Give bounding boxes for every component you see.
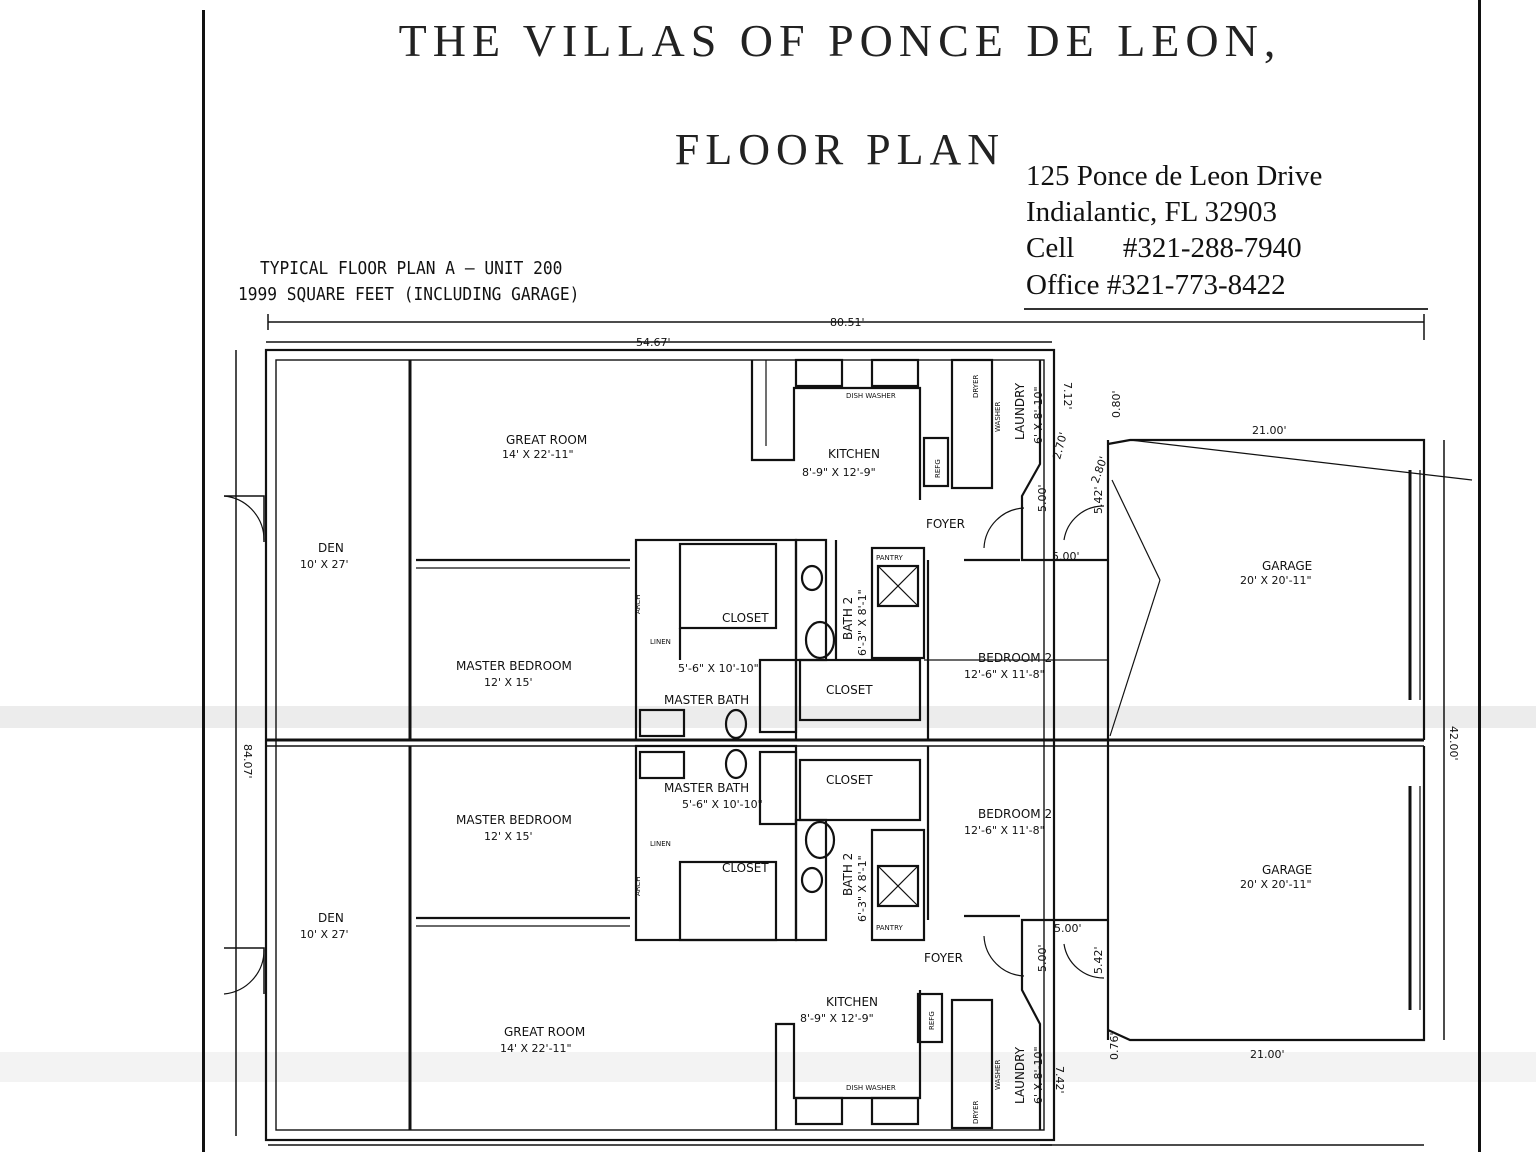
laundry-label: LAUNDRY bbox=[1013, 382, 1027, 440]
dim-foyer-w-bottom: 5.00' bbox=[1054, 922, 1082, 935]
dim-garage-width: 21.00' bbox=[1252, 424, 1287, 437]
arch-label-bottom: ARCH bbox=[634, 877, 642, 896]
den-dim-bottom: 10' X 27' bbox=[300, 928, 349, 941]
closet-label-bottom: CLOSET bbox=[722, 861, 769, 875]
cell-number: #321-288-7940 bbox=[1122, 232, 1302, 264]
bedroom2-dim: 12'-6" X 11'-8" bbox=[964, 668, 1045, 681]
den-label-bottom: DEN bbox=[318, 911, 344, 925]
dim-right-height: 42.00' bbox=[1447, 726, 1460, 761]
kitchen-dim-bottom: 8'-9" X 12'-9" bbox=[800, 1012, 874, 1025]
closet-label-2: CLOSET bbox=[826, 683, 873, 697]
address-line-1: 125 Ponce de Leon Drive bbox=[1026, 160, 1323, 192]
washer-label-bottom: WASHER bbox=[994, 1060, 1002, 1090]
office-number: #321-773-8422 bbox=[1106, 269, 1286, 301]
refg-label: REFG bbox=[934, 459, 942, 478]
bath2-dim: 6'-3" X 8'-1" bbox=[856, 589, 869, 656]
great-room-label-bottom: GREAT ROOM bbox=[504, 1025, 585, 1039]
address-line-2: Indialantic, FL 32903 bbox=[1026, 196, 1278, 228]
den-dim: 10' X 27' bbox=[300, 558, 349, 571]
cell-label: Cell bbox=[1026, 232, 1075, 264]
plan-caption-line-2: 1999 SQUARE FEET (INCLUDING GARAGE) bbox=[238, 284, 580, 305]
foyer-label-bottom: FOYER bbox=[924, 951, 963, 965]
dim-laundry-offset: 7.12' bbox=[1061, 382, 1074, 410]
master-bath-dim: 5'-6" X 10'-10" bbox=[678, 662, 759, 675]
bedroom2-dim-bottom: 12'-6" X 11'-8" bbox=[964, 824, 1045, 837]
refg-label-bottom: REFG bbox=[928, 1011, 936, 1030]
dim-offset-c: 0.80' bbox=[1110, 390, 1123, 418]
dim-laundry-offset-bottom: 7.42' bbox=[1053, 1066, 1066, 1094]
office-line: Office #321-773-8422 bbox=[1026, 267, 1286, 303]
scan-stripe bbox=[0, 706, 1536, 728]
garage-dim-bottom: 20' X 20'-11" bbox=[1240, 878, 1312, 891]
dim-foyer-h-bottom: 5.00' bbox=[1036, 944, 1049, 972]
linen-label-bottom: LINEN bbox=[650, 840, 671, 848]
dryer-label: DRYER bbox=[972, 374, 980, 398]
dim-foyer-h: 5.00' bbox=[1036, 484, 1049, 512]
right-border-line bbox=[1478, 0, 1481, 1152]
bath2-label-bottom: BATH 2 bbox=[841, 853, 855, 896]
laundry-dim: 6' X 8'-10" bbox=[1032, 386, 1045, 444]
dim-offset-c-bottom: 0.76' bbox=[1108, 1032, 1121, 1060]
laundry-dim-bottom: 6' X 8'-10" bbox=[1032, 1046, 1045, 1104]
dim-house-width: 54.67' bbox=[636, 336, 671, 349]
bedroom2-label-bottom: BEDROOM 2 bbox=[978, 807, 1052, 821]
bedroom2-label: BEDROOM 2 bbox=[978, 651, 1052, 665]
linen-label: LINEN bbox=[650, 638, 671, 646]
master-bath-label: MASTER BATH bbox=[664, 693, 749, 707]
cell-line: Cell #321-288-7940 bbox=[1026, 230, 1302, 266]
dish-washer-label: DISH WASHER bbox=[846, 392, 896, 400]
garage-label-bottom: GARAGE bbox=[1262, 863, 1312, 877]
dim-garage-step-bottom: 5.42' bbox=[1092, 946, 1105, 974]
great-room-label: GREAT ROOM bbox=[506, 433, 587, 447]
document-title: THE VILLAS OF PONCE DE LEON, bbox=[398, 15, 1282, 66]
office-label: Office bbox=[1026, 269, 1100, 301]
dim-garage-step: 5.42' bbox=[1092, 486, 1105, 514]
master-bedroom-label-bottom: MASTER BEDROOM bbox=[456, 813, 572, 827]
den-label: DEN bbox=[318, 541, 344, 555]
left-border-line bbox=[202, 10, 205, 1152]
dim-garage-width-bottom: 21.00' bbox=[1250, 1048, 1285, 1061]
master-bedroom-label: MASTER BEDROOM bbox=[456, 659, 572, 673]
laundry-label-bottom: LAUNDRY bbox=[1013, 1046, 1027, 1104]
contact-underline bbox=[1024, 308, 1428, 310]
pantry-label-bottom: PANTRY bbox=[876, 924, 903, 932]
plan-caption-line-1: TYPICAL FLOOR PLAN A – UNIT 200 bbox=[260, 258, 563, 279]
garage-dim: 20' X 20'-11" bbox=[1240, 574, 1312, 587]
dish-washer-label-bottom: DISH WASHER bbox=[846, 1084, 896, 1092]
arch-label: ARCH bbox=[634, 595, 642, 614]
foyer-label: FOYER bbox=[926, 517, 965, 531]
pantry-label: PANTRY bbox=[876, 554, 903, 562]
scan-stripe bbox=[0, 1052, 1536, 1082]
great-room-dim: 14' X 22'-11" bbox=[502, 448, 574, 461]
master-bedroom-dim-bottom: 12' X 15' bbox=[484, 830, 533, 843]
great-room-dim-bottom: 14' X 22'-11" bbox=[500, 1042, 572, 1055]
dim-overall-height: 84.07' bbox=[241, 744, 254, 779]
bath2-dim-bottom: 6'-3" X 8'-1" bbox=[856, 855, 869, 922]
closet-label-2-bottom: CLOSET bbox=[826, 773, 873, 787]
dim-foyer-w: 5.00' bbox=[1052, 550, 1080, 563]
kitchen-label: KITCHEN bbox=[828, 447, 880, 461]
document-subtitle: FLOOR PLAN bbox=[674, 125, 1006, 174]
kitchen-dim: 8'-9" X 12'-9" bbox=[802, 466, 876, 479]
garage-label: GARAGE bbox=[1262, 559, 1312, 573]
dim-overall-width: 80.51' bbox=[830, 316, 865, 329]
bath2-label: BATH 2 bbox=[841, 597, 855, 640]
washer-label: WASHER bbox=[994, 402, 1002, 432]
master-bath-label-bottom: MASTER BATH bbox=[664, 781, 749, 795]
master-bath-dim-bottom: 5'-6" X 10'-10" bbox=[682, 798, 763, 811]
dryer-label-bottom: DRYER bbox=[972, 1100, 980, 1124]
master-bedroom-dim: 12' X 15' bbox=[484, 676, 533, 689]
closet-label: CLOSET bbox=[722, 611, 769, 625]
kitchen-label-bottom: KITCHEN bbox=[826, 995, 878, 1009]
